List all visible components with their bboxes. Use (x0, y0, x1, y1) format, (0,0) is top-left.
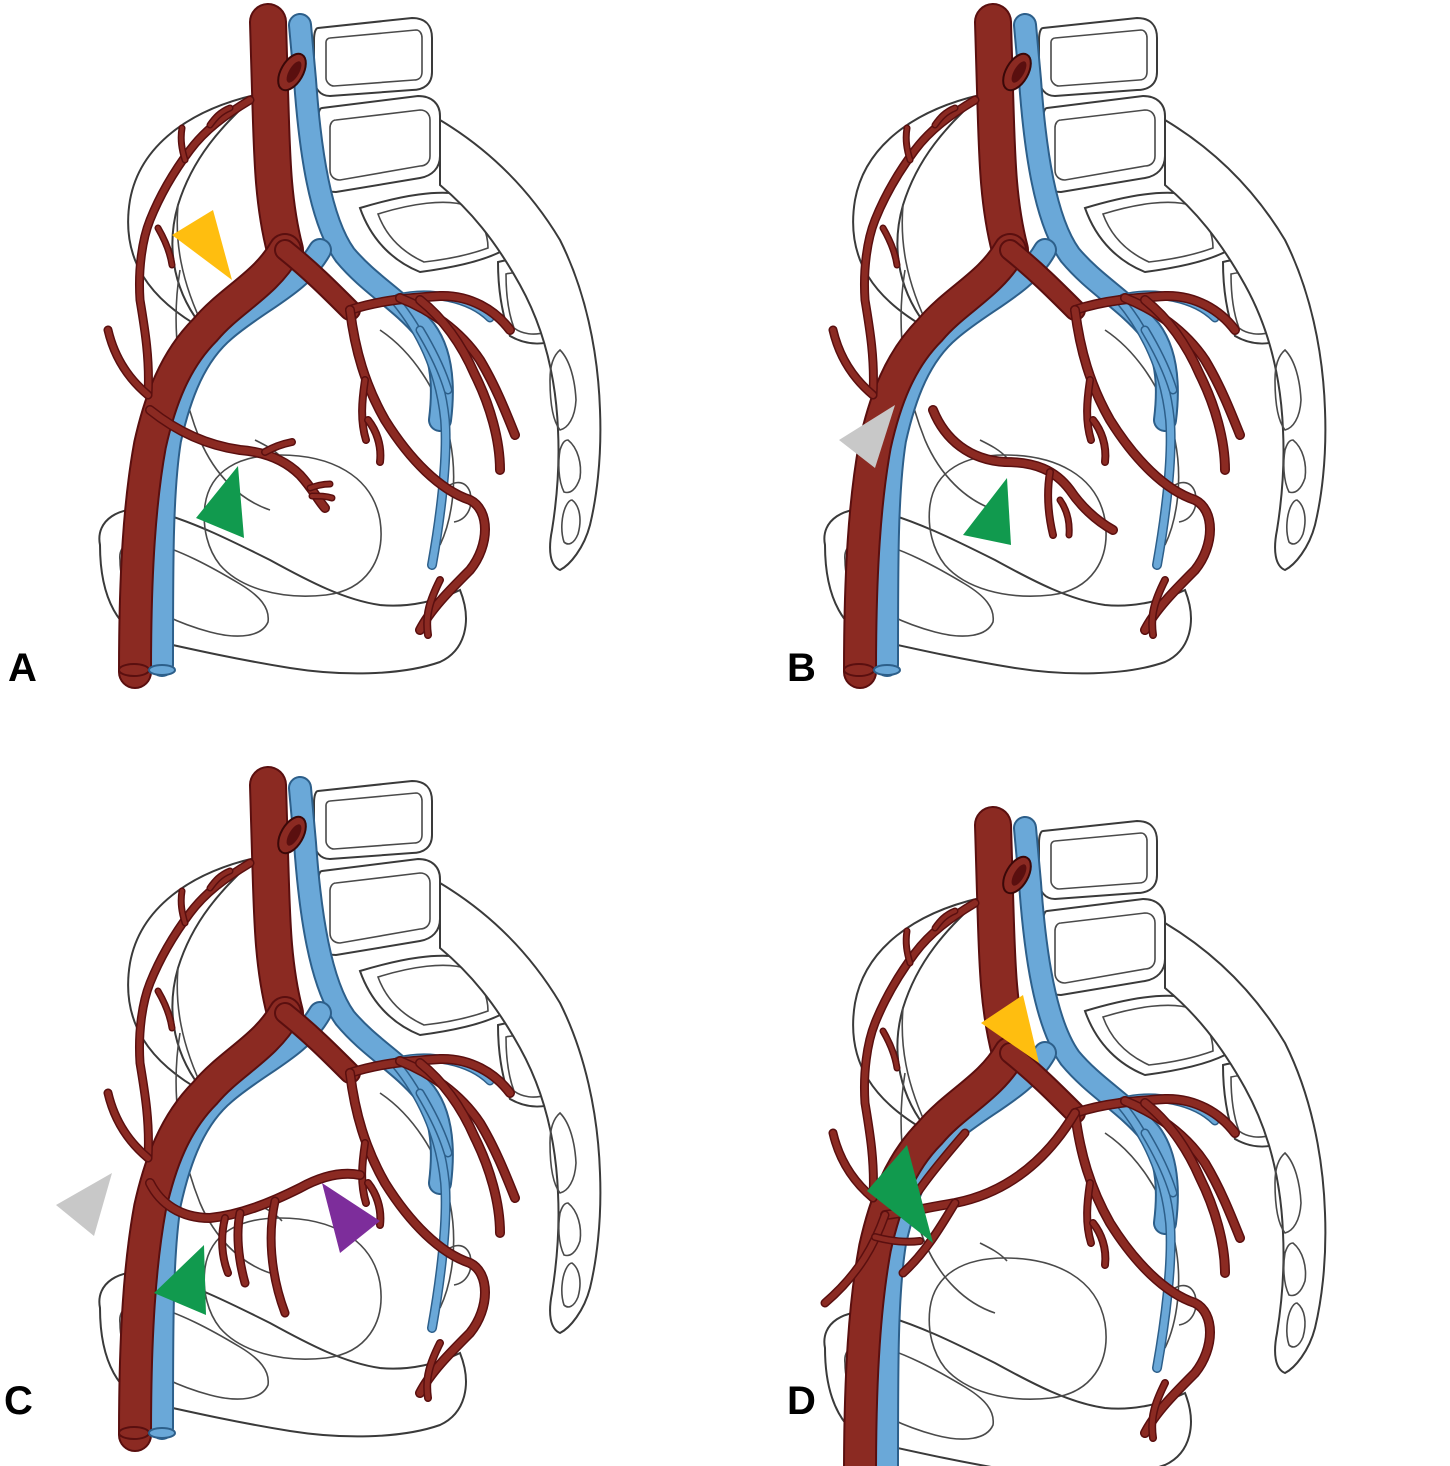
panel-c: C (0, 733, 725, 1466)
green-arrowhead (963, 478, 1011, 545)
panel-label: B (787, 646, 816, 690)
green-arrowhead (867, 1145, 933, 1243)
yellow-arrowhead (981, 995, 1039, 1063)
panel-b: B (725, 0, 1450, 733)
panel-label: D (787, 1379, 816, 1423)
pelvic-vasculature-diagram-c (56, 733, 602, 1466)
pelvic-vasculature-diagram-b (823, 0, 1327, 733)
green-arrowhead (154, 1245, 206, 1315)
green-arrowhead (196, 466, 244, 538)
panel-label: C (4, 1379, 33, 1423)
panel-a: A (0, 0, 725, 733)
pelvic-vasculature-diagram-a (98, 0, 602, 733)
purple-arrowhead (322, 1183, 380, 1253)
pelvic-vasculature-diagram-d (820, 733, 1327, 1466)
panel-d: D (725, 733, 1450, 1466)
gray-arrowhead (56, 1173, 112, 1236)
yellow-arrowhead (172, 210, 232, 280)
panel-label: A (8, 646, 37, 690)
gray-arrowhead (839, 405, 895, 468)
